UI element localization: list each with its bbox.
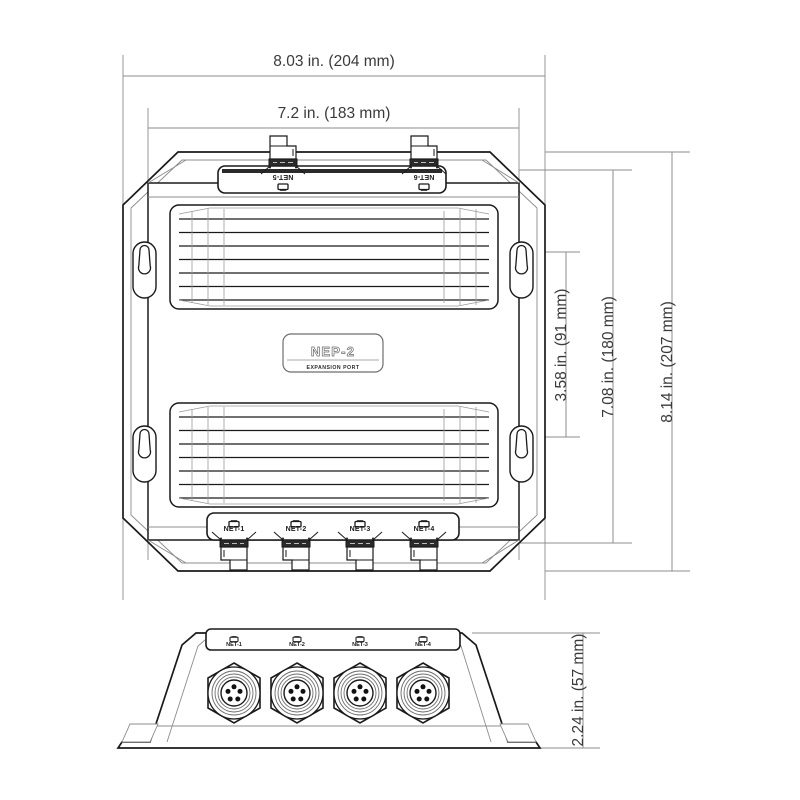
side-view-foot-left [121, 723, 159, 743]
side-port-net-1-label: NET-1 [226, 642, 242, 648]
side-port-net-3 [355, 635, 365, 643]
top-port-strip: NET-5 NET-6 [217, 165, 447, 194]
port-net-1-label: NET-1 [224, 526, 245, 533]
side-port-net-4-label: NET-4 [415, 642, 432, 648]
dimension-overall-width: 8.03 in. (204 mm) [273, 53, 394, 70]
port-net-6-label: NET-6 [414, 173, 435, 180]
model-subtitle: EXPANSION PORT [306, 365, 359, 371]
port-net-2: NET-2 [286, 519, 307, 533]
dimension-body-height: 7.08 in. (180 mm) [600, 296, 617, 417]
side-port-net-2 [292, 635, 302, 643]
side-view-foot-right [499, 723, 537, 743]
bottom-port-strip: NET-1 NET-2 NET-3 NET-4 [206, 512, 460, 541]
side-view: NET-1 NET-2 NET-3 NET-4 [116, 628, 542, 749]
mount-slot-top-right [509, 241, 534, 299]
port-net-3: NET-3 [350, 519, 371, 533]
dimension-mount-hole-spacing: 3.58 in. (91 mm) [553, 289, 570, 402]
ventilation-grille-upper [169, 204, 499, 310]
port-net-5-label: NET-5 [273, 173, 294, 180]
model-badge: NEP-2 EXPANSION PORT [282, 333, 384, 373]
port-net-1: NET-1 [224, 519, 245, 533]
top-view: NEP-2 EXPANSION PORT NET-5 NET-6 [122, 135, 546, 572]
model-name: NEP-2 [311, 344, 355, 359]
port-net-4-label: NET-4 [414, 526, 435, 533]
ventilation-grille-lower [169, 402, 499, 508]
port-net-4: NET-4 [414, 519, 435, 533]
mount-slot-bottom-left [132, 425, 157, 483]
port-net-2-label: NET-2 [286, 526, 307, 533]
side-port-net-4 [418, 635, 428, 643]
side-port-net-2-label: NET-2 [289, 642, 305, 648]
side-port-net-3-label: NET-3 [352, 642, 368, 648]
port-net-6: NET-6 [414, 173, 435, 192]
mount-slot-bottom-right [509, 425, 534, 483]
chassis-bevel-lines [147, 159, 520, 564]
port-net-5: NET-5 [273, 173, 294, 192]
dimension-side-height: 2.24 in. (57 mm) [570, 634, 587, 747]
side-port-net-1 [229, 635, 239, 643]
dimension-overall-height: 8.14 in. (207 mm) [659, 301, 676, 422]
dimension-body-width: 7.2 in. (183 mm) [278, 105, 391, 122]
mount-slot-top-left [132, 241, 157, 299]
port-net-3-label: NET-3 [350, 526, 371, 533]
side-port-strip: NET-1 NET-2 NET-3 NET-4 [205, 628, 461, 651]
